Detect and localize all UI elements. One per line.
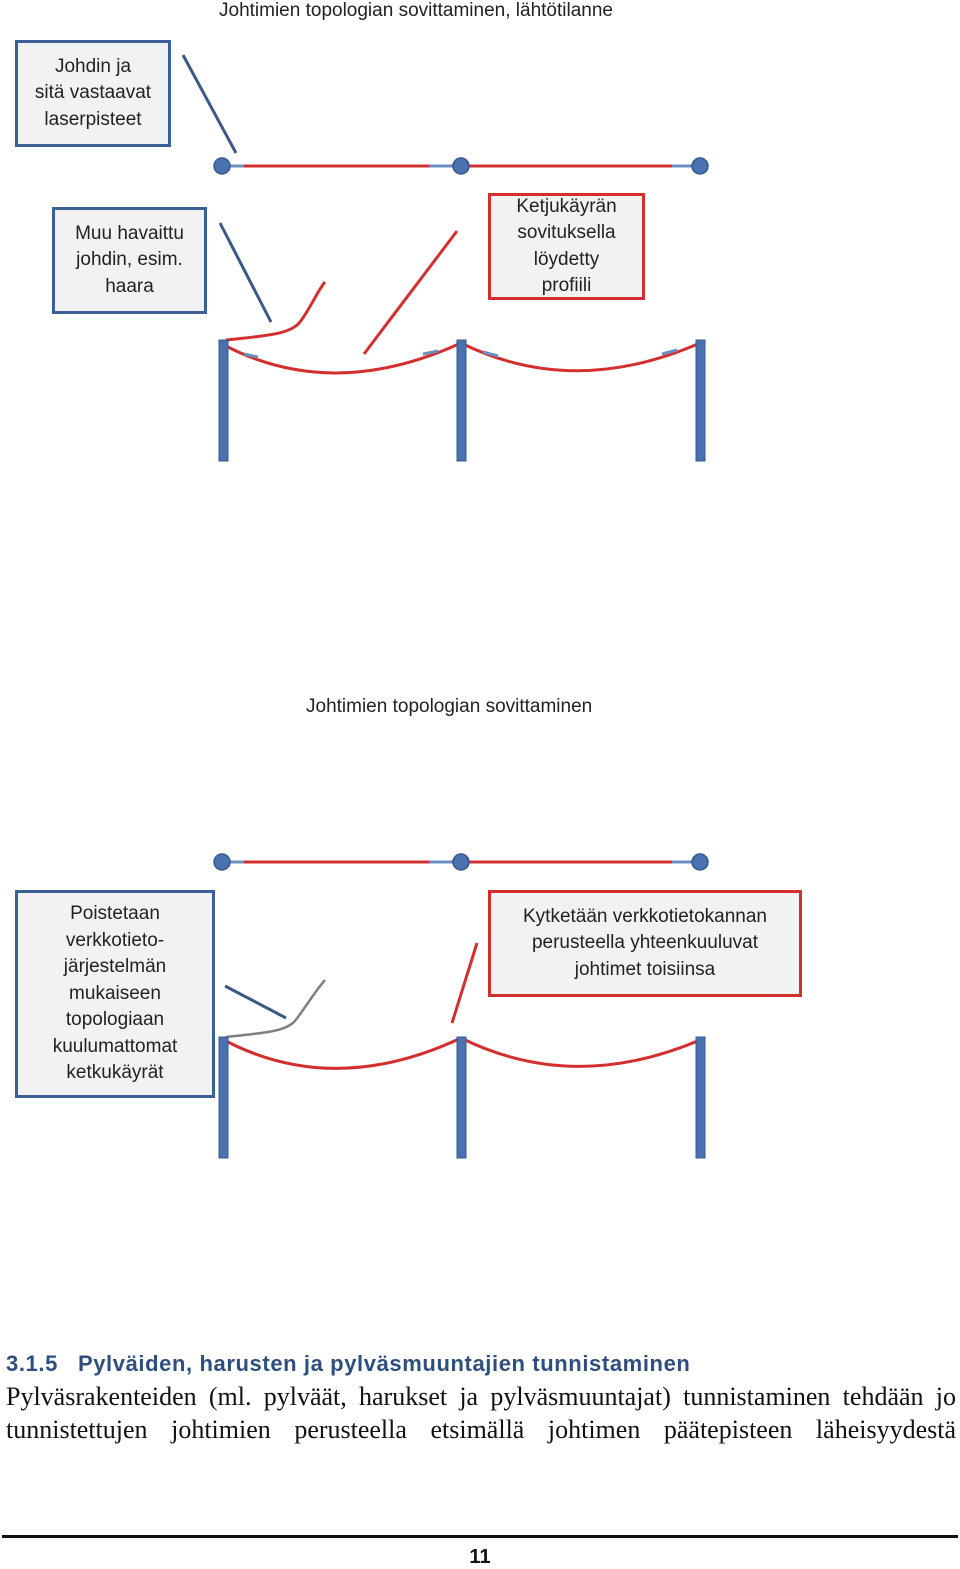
leader-line-connect xyxy=(450,942,479,1024)
laser-point-3 xyxy=(691,157,709,175)
body-text-line-1: Pylväsrakenteiden (ml. pylväät, harukset… xyxy=(6,1382,956,1411)
laser-point-4 xyxy=(213,853,231,871)
callout-other-conductor: Muu havaittu johdin, esim. haara xyxy=(52,207,207,314)
figure2-title: Johtimien topologian sovittaminen xyxy=(306,696,593,717)
catenary-span-4 xyxy=(460,1036,701,1068)
callout-catenary-profile: Ketjukäyrän sovituksella löydetty profii… xyxy=(488,193,645,300)
catenary-span-1 xyxy=(223,341,462,375)
callout-line: johdin, esim. xyxy=(76,249,183,271)
callout-line: Kytketään verkkotietokannan xyxy=(523,905,767,927)
callout-laser-points: Johdin ja sitä vastaavat laserpisteet xyxy=(15,40,171,147)
laser-point-5 xyxy=(452,853,470,871)
callout-line: johtimet toisiinsa xyxy=(574,958,716,980)
leader-line-laser xyxy=(181,54,238,154)
callout-remove-curves: Poistetaan verkkotieto- järjestelmän muk… xyxy=(15,890,215,1098)
pole-5 xyxy=(456,1036,467,1159)
callout-line: kuulumattomat xyxy=(52,1035,178,1057)
callout-line: Johdin ja xyxy=(54,55,132,77)
pole-1 xyxy=(218,339,229,462)
pole-6 xyxy=(695,1036,706,1159)
callout-line: mukaiseen xyxy=(69,982,161,1004)
callout-line: sovituksella xyxy=(517,222,616,243)
section-number: 3.1.5 xyxy=(6,1351,58,1376)
catenary-span-2 xyxy=(460,341,701,373)
section-heading: 3.1.5 Pylväiden, harusten ja pylväsmuunta… xyxy=(6,1351,690,1377)
callout-line: haara xyxy=(105,275,154,297)
laser-point-6 xyxy=(691,853,709,871)
leader-line-profile xyxy=(362,230,459,355)
laser-point-1 xyxy=(213,157,231,175)
callout-line: Muu havaittu xyxy=(75,222,184,244)
footer-rule xyxy=(2,1535,958,1538)
callout-line: Poistetaan xyxy=(70,903,160,925)
callout-line: laserpisteet xyxy=(44,108,142,130)
catenary-span-3 xyxy=(223,1036,462,1070)
removed-branch-curve xyxy=(225,979,326,1039)
figure1-title: Johtimien topologian sovittaminen, lähtö… xyxy=(219,0,613,21)
body-text-line-2: tunnistettujen johtimien perusteella ets… xyxy=(6,1415,956,1444)
callout-line: Ketjukäyrän xyxy=(516,195,617,217)
callout-line: perusteella yhteenkuuluvat xyxy=(531,932,759,954)
branch-conductor xyxy=(225,281,327,342)
callout-line: verkkotieto- xyxy=(65,929,165,951)
callout-connect-conductors: Kytketään verkkotietokannan perusteella … xyxy=(488,890,802,997)
callout-line: topologiaan xyxy=(65,1009,165,1031)
section-title: Pylväiden, harusten ja pylväsmuuntajien … xyxy=(77,1351,691,1376)
laser-point-2 xyxy=(452,157,470,175)
page-number: 11 xyxy=(469,1546,491,1568)
pole-4 xyxy=(218,1036,229,1159)
pole-2 xyxy=(456,339,467,462)
callout-line: järjestelmän xyxy=(63,956,167,978)
leader-line-other xyxy=(218,222,273,323)
callout-line: ketkukäyrät xyxy=(66,1062,164,1084)
pole-3 xyxy=(695,339,706,462)
callout-line: profiili xyxy=(541,275,592,296)
callout-line: löydetty xyxy=(533,248,600,270)
leader-line-remove xyxy=(224,984,287,1020)
callout-line: sitä vastaavat xyxy=(34,82,152,104)
